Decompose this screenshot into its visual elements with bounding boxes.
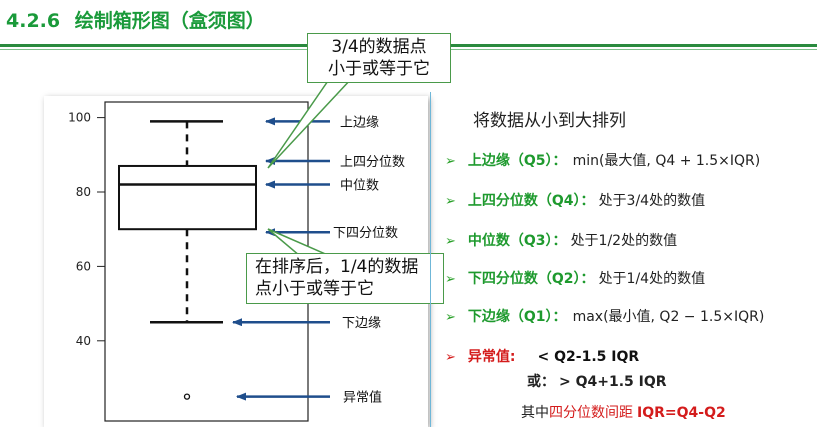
- desc: 处于1/2处的数值: [570, 233, 678, 249]
- term: 下四分位数（Q2）：: [467, 271, 595, 287]
- callout-bottom-line2: 点小于或等于它: [255, 279, 374, 299]
- outlier-rule-low: < Q2-1.5 IQR: [537, 349, 640, 365]
- quartile-box: [118, 164, 257, 231]
- bullet-arrow-icon: ➢: [445, 194, 456, 209]
- term: 上边缘（Q5）：: [467, 153, 567, 169]
- bullet-arrow-icon: ➢: [445, 234, 456, 249]
- definition-outlier: ➢ 异常值: < Q2-1.5 IQR: [445, 346, 639, 366]
- y-tick-label: 80: [76, 185, 91, 199]
- box-plot: [118, 120, 257, 400]
- iqr-term: 四分位数间距: [549, 405, 633, 421]
- annotation-label: 中位数: [340, 179, 379, 194]
- outlier-label: 异常值:: [467, 349, 516, 365]
- bullet-arrow-icon: ➢: [445, 272, 456, 287]
- bullet-arrow-icon: ➢: [445, 310, 456, 325]
- annotation-label: 下边缘: [342, 316, 381, 331]
- desc: max(最小值, Q2 − 1.5×IQR): [572, 309, 765, 325]
- definition-upper-quartile: ➢ 上四分位数（Q4）：处于3/4处的数值: [445, 190, 705, 210]
- term: 中位数（Q3）：: [467, 233, 567, 249]
- callout-bottom-line1: 在排序后，1/4的数据: [255, 257, 419, 277]
- iqr-formula: IQR=Q4-Q2: [637, 405, 726, 421]
- y-tick-label: 100: [68, 111, 91, 125]
- term: 下边缘（Q1）：: [467, 309, 567, 325]
- callout-top-line1: 3/4的数据点: [331, 37, 427, 57]
- definition-lower-whisker: ➢ 下边缘（Q1）： max(最小值, Q2 − 1.5×IQR): [445, 306, 764, 326]
- definition-lower-quartile: ➢ 下四分位数（Q2）：处于1/4处的数值: [445, 268, 705, 288]
- y-axis: 100 80 60 40: [68, 111, 105, 348]
- annotation-label: 异常值: [343, 390, 382, 406]
- iqr-prefix: 其中: [521, 405, 549, 421]
- annotation-label: 下四分位数: [333, 226, 398, 241]
- panel-heading: 将数据从小到大排列: [473, 111, 626, 131]
- y-tick-label: 60: [76, 259, 91, 273]
- term: 上四分位数（Q4）：: [467, 193, 595, 209]
- outlier-point: [183, 393, 191, 400]
- page-title: 4.2.6 绘制箱形图（盒须图）: [6, 6, 265, 33]
- annotation-label: 上四分位数: [340, 155, 405, 170]
- bullet-arrow-icon: ➢: [445, 154, 456, 169]
- desc: 处于1/4处的数值: [598, 271, 706, 287]
- section-title: 绘制箱形图（盒须图）: [74, 10, 265, 32]
- section-number: 4.2.6: [6, 10, 61, 32]
- outlier-or: 或：: [527, 374, 555, 390]
- outlier-rule-high-text: > Q4+1.5 IQR: [559, 374, 667, 390]
- definition-median: ➢ 中位数（Q3）：处于1/2处的数值: [445, 230, 677, 250]
- definition-upper-whisker: ➢ 上边缘（Q5）： min(最大值, Q4 + 1.5×IQR): [445, 150, 760, 170]
- desc: min(最大值, Q4 + 1.5×IQR): [572, 153, 761, 169]
- y-tick-label: 40: [76, 334, 91, 348]
- callout-upper-quartile: 3/4的数据点 小于或等于它: [307, 33, 451, 83]
- outlier-rule-high: 或：> Q4+1.5 IQR: [527, 371, 667, 391]
- bullet-arrow-icon: ➢: [445, 350, 456, 365]
- callout-top-line2: 小于或等于它: [328, 59, 430, 79]
- callout-lower-quartile: 在排序后，1/4的数据 点小于或等于它: [246, 253, 444, 304]
- annotation-label: 上边缘: [340, 115, 379, 130]
- desc: 处于3/4处的数值: [598, 193, 706, 209]
- title-bar: 4.2.6 绘制箱形图（盒须图）: [0, 0, 817, 44]
- definition-panel: 将数据从小到大排列 ➢ 上边缘（Q5）： min(最大值, Q4 + 1.5×IQR…: [430, 92, 817, 427]
